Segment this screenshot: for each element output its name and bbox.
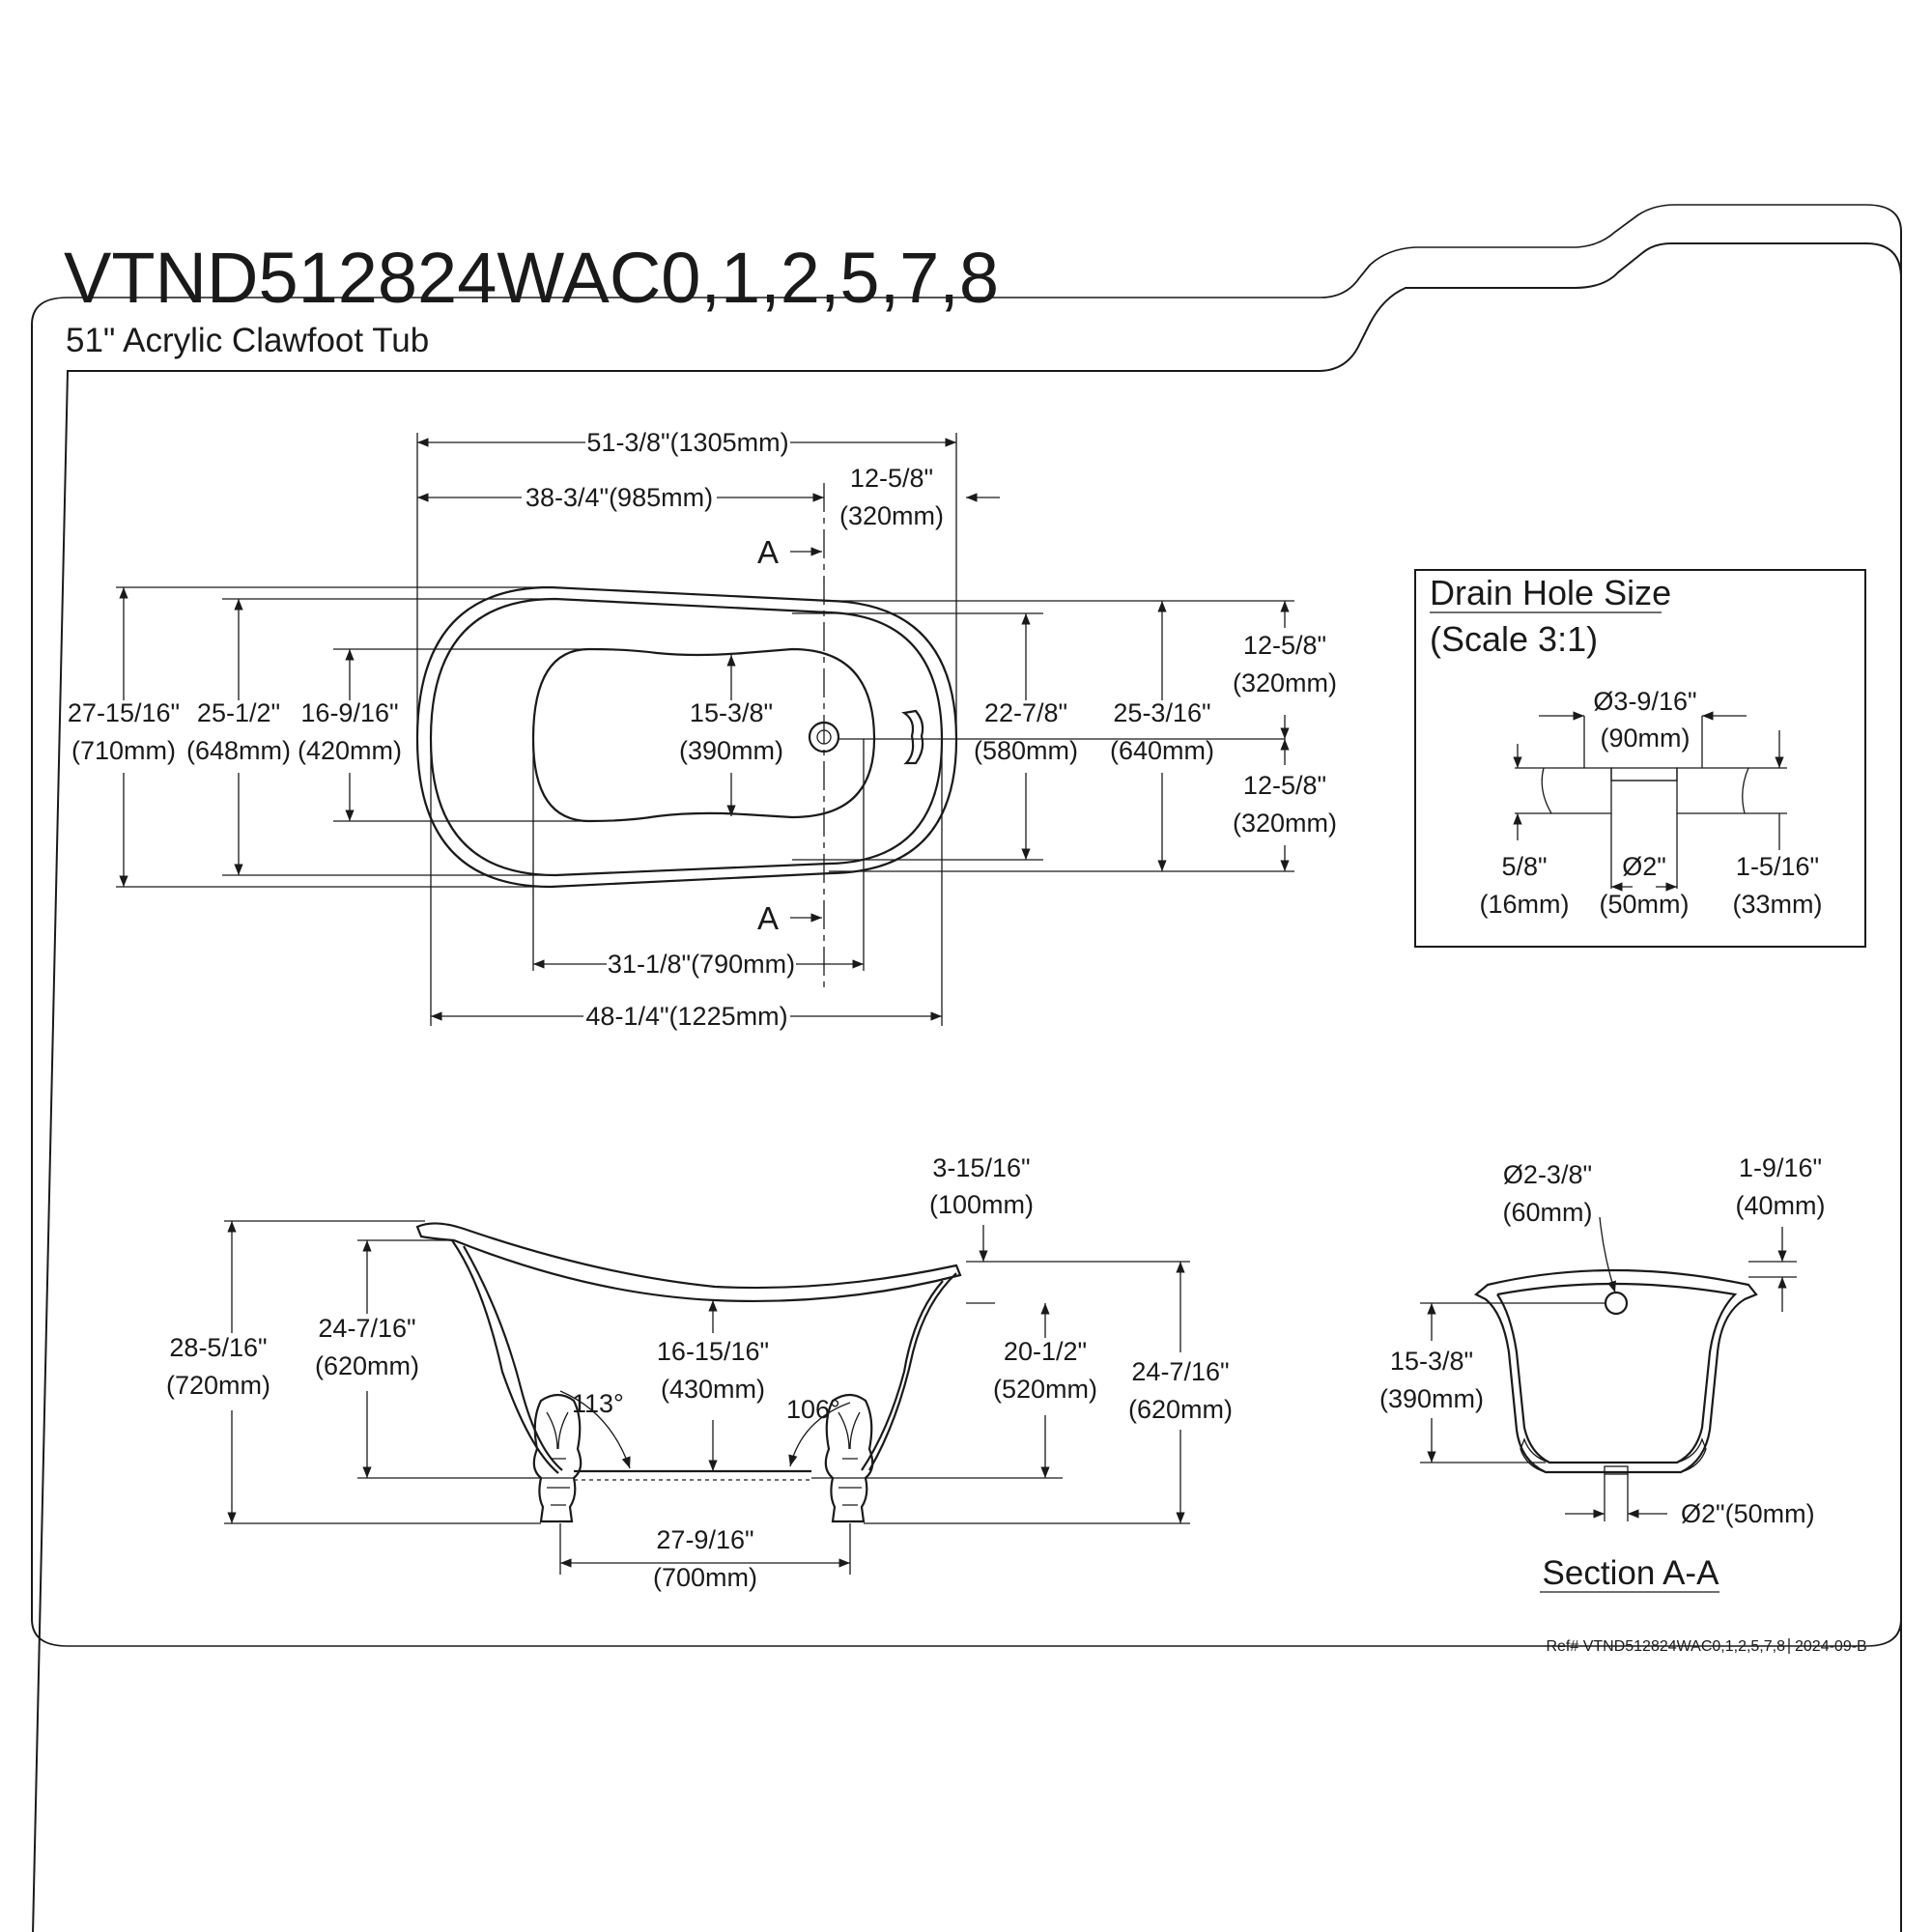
dim-section-depth-in: 15-3/8" [1390, 1347, 1473, 1376]
dim-section-rim-mm: (40mm) [1736, 1191, 1826, 1220]
section-label: Section A-A [1543, 1554, 1720, 1592]
dim-drain-hole-in: Ø2" [1622, 852, 1666, 881]
tub-basin-outline [531, 647, 876, 823]
dim-drain-thickness-in: 5/8" [1501, 852, 1547, 881]
dim-section-drain-dia: Ø2"(50mm) [1681, 1499, 1815, 1528]
dim-overall-height-in: 28-5/16" [169, 1333, 267, 1362]
dim-interior-length: 48-1/4"(1225mm) [585, 1002, 787, 1031]
section-view: Ø2-3/8" (60mm) 1-9/16" (40mm) 15-3/8" (3… [1379, 1153, 1826, 1593]
dim-overflow-height-mm: (520mm) [993, 1375, 1097, 1404]
dim-overflow-height-in: 20-1/2" [1004, 1337, 1087, 1366]
drain-flange-left [1541, 767, 1612, 814]
dim-drain-outer-in: Ø3-9/16" [1593, 687, 1696, 716]
overflow-icon [901, 709, 924, 765]
section-mark-bottom: A [757, 900, 779, 936]
angle-right: 106° [786, 1395, 840, 1424]
top-view: 51-3/8"(1305mm) 38-3/4"(985mm) 12-5/8" (… [68, 428, 1337, 1031]
dim-foot-outer-mm: (640mm) [1110, 736, 1214, 765]
dim-drain-offset-mm: (320mm) [839, 501, 944, 530]
dim-lower-half-in: 12-5/8" [1243, 771, 1326, 800]
dim-basin-center-mm: (390mm) [679, 736, 783, 765]
dim-drain-offset-in: 12-5/8" [850, 464, 933, 493]
dim-upper-half-mm: (320mm) [1233, 668, 1337, 697]
claw-foot-left [532, 1393, 582, 1523]
tub-side-rim [415, 1222, 962, 1303]
page-subtitle: 51" Acrylic Clawfoot Tub [66, 322, 429, 359]
dim-feet-spacing-in: 27-9/16" [656, 1525, 753, 1554]
dim-overflow-dia-in: Ø2-3/8" [1503, 1160, 1592, 1189]
dim-foot-height-mm: (620mm) [1128, 1395, 1233, 1424]
footer-rev: 2024-09-B [1795, 1638, 1867, 1655]
drain-detail-scale: (Scale 3:1) [1430, 619, 1598, 659]
drain-flange-right [1676, 767, 1749, 814]
section-mark-top: A [757, 534, 779, 570]
dim-overall-height-mm: (720mm) [166, 1371, 270, 1400]
dim-upper-half-in: 12-5/8" [1243, 631, 1326, 660]
side-view: 3-15/16" (100mm) 28-5/16" (720mm) 24-7/1… [166, 1153, 1233, 1592]
dim-lower-half-mm: (320mm) [1233, 809, 1337, 838]
overflow-hole-icon [1604, 1291, 1629, 1316]
dim-foot-height-in: 24-7/16" [1131, 1357, 1229, 1386]
tub-side-right-wall [868, 1272, 957, 1471]
dim-foot-inner-in: 22-7/8" [984, 698, 1067, 727]
page-title: VTND512824WAC0,1,2,5,7,8 [64, 238, 999, 318]
tub-side-left-wall [451, 1239, 559, 1474]
dim-overflow-dia-mm: (60mm) [1503, 1198, 1593, 1227]
angle-left: 113° [572, 1389, 624, 1418]
dim-width-inner-mm: (420mm) [298, 736, 402, 765]
dim-length-to-drain: 38-3/4"(985mm) [526, 483, 713, 512]
section-outline [1474, 1268, 1758, 1474]
dim-drain-depth-mm: (33mm) [1733, 890, 1823, 919]
dim-foot-outer-in: 25-3/16" [1113, 698, 1210, 727]
drain-detail-title: Drain Hole Size [1430, 573, 1671, 612]
dim-feet-spacing-mm: (700mm) [653, 1563, 757, 1592]
dim-rim-to-top-mm: (100mm) [929, 1190, 1034, 1219]
dim-drain-thickness-mm: (16mm) [1480, 890, 1570, 919]
drain-detail-panel: Drain Hole Size (Scale 3:1) Ø3-9/16" (90… [1414, 569, 1866, 948]
dim-center-depth-in: 16-15/16" [657, 1337, 769, 1366]
dim-width-rim-in: 25-1/2" [197, 698, 280, 727]
dim-basin-center-in: 15-3/8" [690, 698, 773, 727]
dim-foot-inner-mm: (580mm) [974, 736, 1078, 765]
dim-section-rim-in: 1-9/16" [1739, 1153, 1822, 1182]
dim-section-depth-mm: (390mm) [1379, 1384, 1484, 1413]
dim-drain-depth-in: 1-5/16" [1736, 852, 1819, 881]
sheet-frame [32, 242, 1902, 1932]
dim-back-height-in: 24-7/16" [318, 1314, 415, 1343]
dim-width-inner-in: 16-9/16" [300, 698, 398, 727]
sheet-border [31, 204, 1902, 1647]
dim-width-rim-mm: (648mm) [186, 736, 291, 765]
claw-foot-right [824, 1393, 874, 1523]
dim-drain-hole-mm: (50mm) [1600, 890, 1690, 919]
dim-back-height-mm: (620mm) [315, 1351, 419, 1380]
dim-overall-length: 51-3/8"(1305mm) [586, 428, 788, 457]
dim-basin-length: 31-1/8"(790mm) [608, 950, 795, 979]
dim-rim-to-top-in: 3-15/16" [932, 1153, 1030, 1182]
footer-ref: Ref# VTND512824WAC0,1,2,5,7,8 [1546, 1638, 1785, 1655]
dim-width-outer-mm: (710mm) [71, 736, 176, 765]
dim-width-outer-in: 27-15/16" [68, 698, 180, 727]
dim-drain-outer-mm: (90mm) [1601, 724, 1690, 753]
dim-center-depth-mm: (430mm) [661, 1375, 765, 1404]
